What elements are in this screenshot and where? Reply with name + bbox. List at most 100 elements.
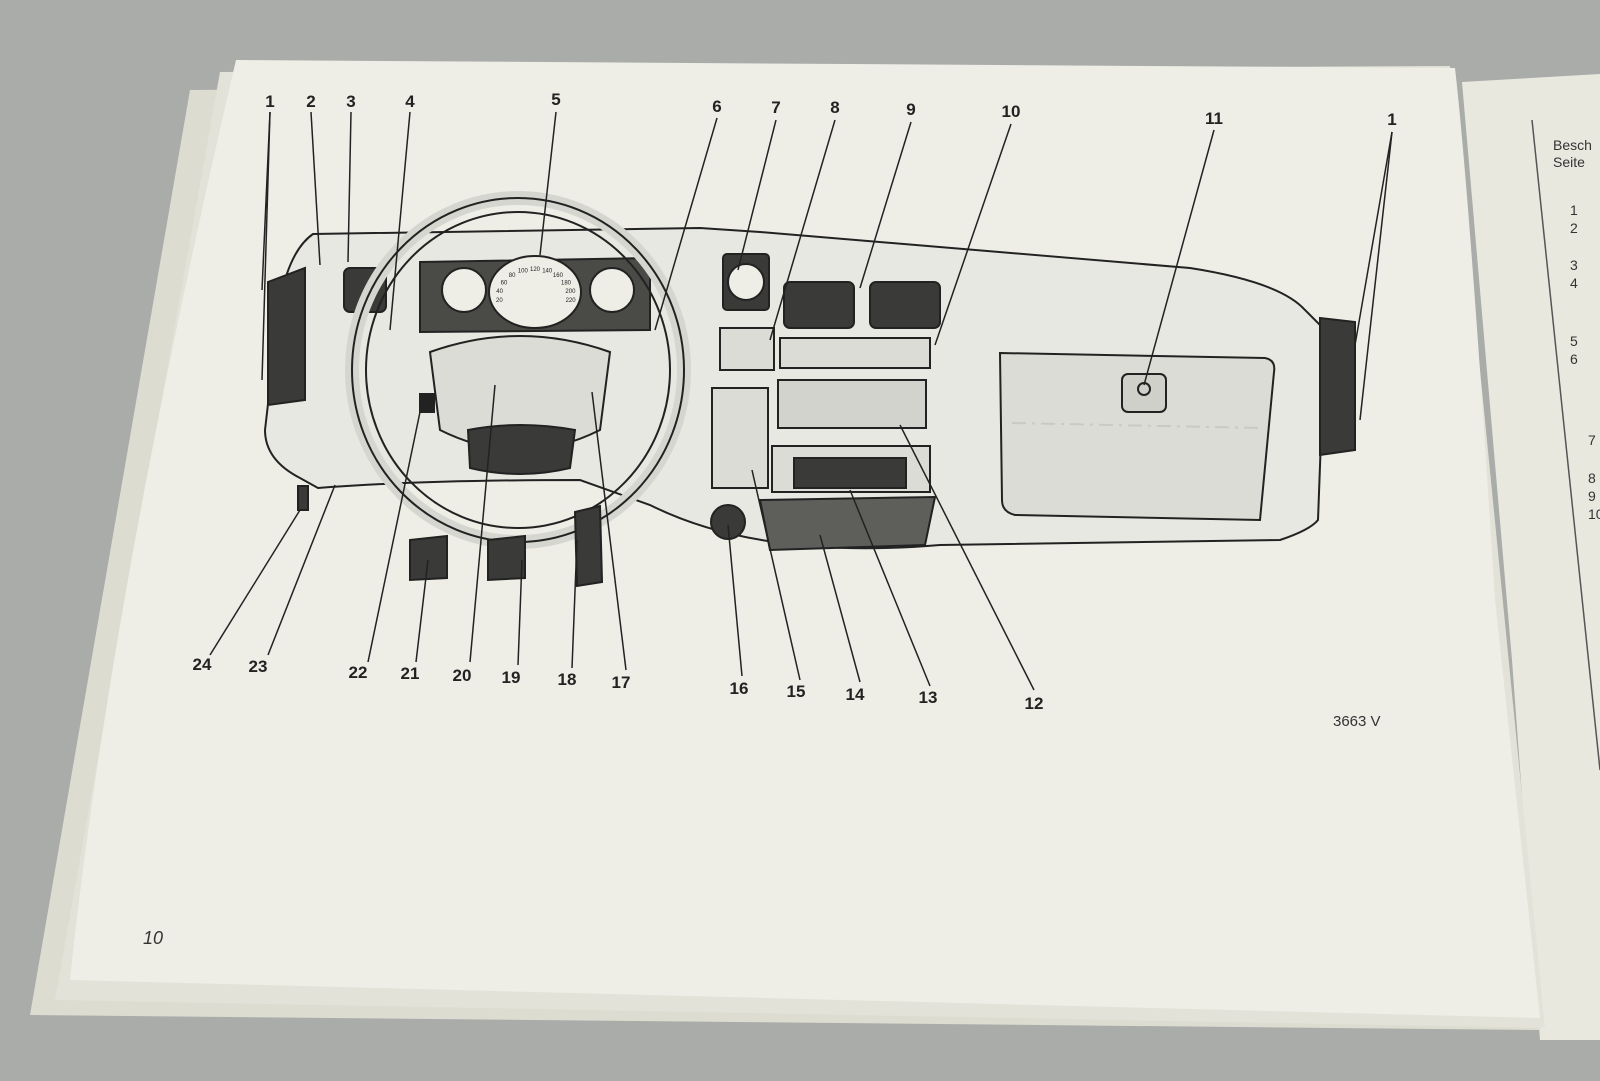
speedometer-tick-220: 220 <box>566 298 577 304</box>
callout-label-22: 22 <box>349 663 368 682</box>
bonnet-release <box>297 485 309 511</box>
callout-label-7: 7 <box>771 98 780 117</box>
right-page-number-5: 5 <box>1570 333 1578 349</box>
callout-leader-16 <box>727 524 743 677</box>
switch-row <box>779 337 931 369</box>
callout-leader-10 <box>934 123 1012 346</box>
switch-block-left <box>719 327 775 371</box>
speedometer-tick-20: 20 <box>496 298 503 304</box>
figure-code: 3663 V <box>1333 713 1381 730</box>
callout-label-8: 8 <box>830 98 839 117</box>
right-page-heading: Besch Seite <box>1553 137 1592 171</box>
left-gauge <box>441 267 487 313</box>
right-page-number-1: 1 <box>1570 202 1578 218</box>
speedometer-tick-200: 200 <box>565 289 576 295</box>
callout-leader-14 <box>819 534 861 683</box>
clock <box>727 263 765 301</box>
callout-leader-23 <box>267 484 336 656</box>
callout-label-15: 15 <box>787 682 806 701</box>
callout-leader-12 <box>899 424 1035 691</box>
glovebox <box>998 351 1276 522</box>
left-vent <box>267 266 306 407</box>
page-number: 10 <box>143 928 164 948</box>
callout-leader-5 <box>539 111 557 256</box>
callout-leader-3 <box>347 111 352 263</box>
callout-label-12: 12 <box>1025 694 1044 713</box>
callout-leader-1-b <box>1354 131 1393 346</box>
callout-label-9: 9 <box>906 100 915 119</box>
callout-label-16: 16 <box>730 679 749 698</box>
callout-leader-2 <box>310 111 321 266</box>
pedal-clutch <box>409 534 448 582</box>
speedometer-tick-160: 160 <box>553 273 564 279</box>
right-page-number-3: 3 <box>1570 257 1578 273</box>
callout-label-19: 19 <box>502 668 521 687</box>
speedometer-tick-180: 180 <box>561 280 572 286</box>
callout-label-3: 3 <box>346 92 355 111</box>
callout-label-4: 4 <box>405 92 415 111</box>
right-page-number-2: 2 <box>1570 220 1578 236</box>
callout-label-11: 11 <box>1205 109 1223 128</box>
center-vent-left <box>783 281 855 329</box>
callout-label-20: 20 <box>453 666 472 685</box>
callout-leader-24 <box>209 509 301 656</box>
callout-leader-1-b <box>261 111 271 381</box>
speedometer-tick-100: 100 <box>518 269 529 275</box>
glovebox-dash-line <box>1011 422 1263 429</box>
speedometer-tick-60: 60 <box>501 280 508 286</box>
right-gauge <box>589 267 635 313</box>
callout-label-21: 21 <box>401 664 420 683</box>
center-vent-right <box>869 281 941 329</box>
storage-tray <box>758 495 937 552</box>
callout-leader-15 <box>751 469 801 681</box>
callout-label-17: 17 <box>612 673 631 692</box>
callout-leader-6 <box>654 117 718 331</box>
right-page-number-6: 6 <box>1570 351 1578 367</box>
callout-label-6: 6 <box>712 97 721 116</box>
callout-label-10: 10 <box>1002 102 1021 121</box>
right-page-rule <box>1531 119 1600 771</box>
callout-label-23: 23 <box>249 657 268 676</box>
right-page-heading-line-2: Seite <box>1553 154 1585 170</box>
callout-label-24: 24 <box>193 655 212 674</box>
callout-label-13: 13 <box>919 688 938 707</box>
callout-leader-18 <box>571 539 578 669</box>
right-page-heading-line-1: Besch <box>1553 137 1592 153</box>
callout-label-1: 1 <box>1387 110 1396 129</box>
right-page-number-4: 4 <box>1570 275 1578 291</box>
right-vent <box>1319 316 1356 457</box>
speedometer-tick-40: 40 <box>496 289 503 295</box>
steering-wheel-inner <box>365 211 671 529</box>
right-page-number-10: 10 <box>1588 506 1600 522</box>
dashboard-drawing <box>263 191 1356 588</box>
radio <box>777 379 927 429</box>
speedometer-tick-140: 140 <box>542 269 553 275</box>
callout-leader-4 <box>389 111 411 331</box>
callout-leader-20 <box>469 384 496 663</box>
callout-leader-13 <box>849 489 931 687</box>
callout-leader-17 <box>591 391 627 671</box>
callout-label-18: 18 <box>558 670 577 689</box>
speedometer-tick-80: 80 <box>509 273 516 279</box>
callout-leader-1 <box>1359 131 1393 421</box>
pedal-accelerator <box>573 504 604 588</box>
pedal-brake <box>487 534 526 582</box>
ignition-lock <box>710 504 746 540</box>
callout-leader-22 <box>367 411 421 663</box>
right-page-number-8: 8 <box>1588 470 1596 486</box>
callout-leader-21 <box>415 559 429 663</box>
callout-leader-7 <box>737 119 777 271</box>
steering-wheel-pad <box>466 424 577 475</box>
speedometer <box>488 255 582 329</box>
lever-knob <box>419 393 435 413</box>
right-page-number-9: 9 <box>1588 488 1596 504</box>
callout-leader-11 <box>1143 129 1215 386</box>
speedometer-tick-120: 120 <box>530 267 541 273</box>
glovebox-lock <box>1121 373 1167 413</box>
callout-label-2: 2 <box>306 92 315 111</box>
callout-leader-9 <box>859 121 912 289</box>
